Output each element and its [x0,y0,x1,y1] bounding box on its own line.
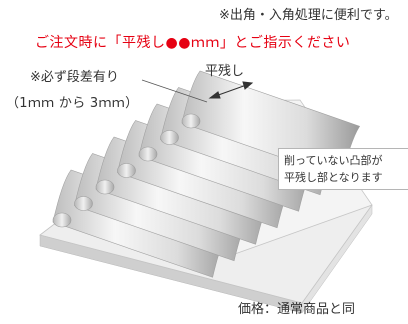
callout-line-2: 平残し部となります [284,171,383,184]
step-note: ※必ず段差有り [30,70,119,85]
order-instruction: ご注文時に「平残し●●ｍｍ」とご指示ください [35,35,351,51]
step-range: （1ｍｍ から 3ｍｍ） [6,96,139,111]
top-note: ※出角・入角処理に便利です。 [219,8,398,23]
flat-section-label: 平残し [205,64,245,79]
flat-width-arrow [208,81,254,99]
callout-line-1: 削っていない凸部が [284,154,383,167]
step-leader-line [141,79,208,103]
price-note: 価格：通常商品と同 [238,302,356,317]
callout-box: 削っていない凸部が 平残し部となります [278,148,408,190]
